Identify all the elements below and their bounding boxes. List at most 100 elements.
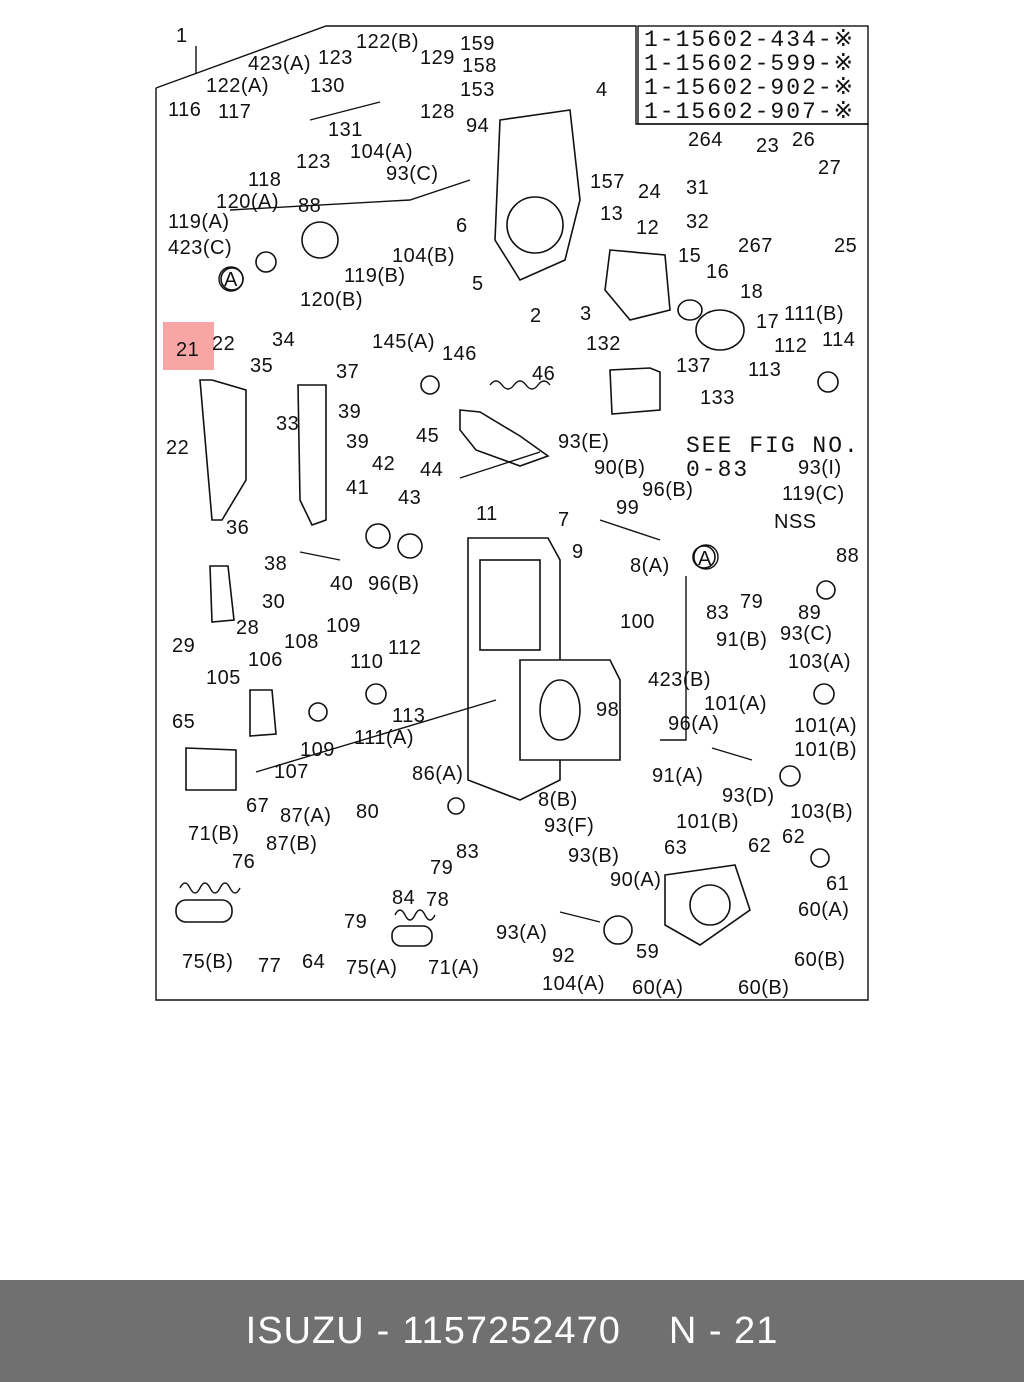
footer-separator: - (376, 1309, 391, 1352)
part-callout-label: 93(D) (722, 785, 775, 807)
callout-labels: 1423(A)123122(B)129159158153122(A)130128… (166, 25, 859, 999)
part-callout-label: 63 (664, 837, 687, 859)
part-callout-label: 26 (792, 129, 815, 151)
part-callout-label: 146 (442, 343, 477, 365)
part-callout-label: 159 (460, 33, 495, 55)
highlighted-callout-background (163, 322, 214, 370)
part-callout-label: 106 (248, 649, 283, 671)
part-callout-label: 32 (686, 211, 709, 233)
part-callout-label: 2 (530, 305, 542, 327)
part-callout-label: 64 (302, 951, 325, 973)
part-callout-label: 31 (686, 177, 709, 199)
part-callout-label: 98 (596, 699, 619, 721)
part-callout-label: 89 (798, 602, 821, 624)
part-callout-label: 4 (596, 79, 608, 101)
part-callout-label: 128 (420, 101, 455, 123)
part-number-1: 1-15602-434-※ (644, 27, 855, 53)
part-callout-label: 130 (310, 75, 345, 97)
part-callout-label: 38 (264, 553, 287, 575)
part-callout-label: 24 (638, 181, 661, 203)
part-callout-label: 88 (298, 195, 321, 217)
part-callout-label: 3 (580, 303, 592, 325)
part-callout-label: 117 (218, 101, 251, 123)
part-callout-label: 107 (274, 761, 309, 783)
part-callout-label: 123 (318, 47, 353, 69)
part-callout-label: 61 (826, 873, 849, 895)
part-callout-label: 67 (246, 795, 269, 817)
part-callout-label: 118 (248, 169, 281, 191)
circled-reference-a (218, 266, 719, 570)
part-callout-label: 6 (456, 215, 468, 237)
part-callout-label: 119(B) (344, 265, 406, 287)
part-callout-label: 29 (172, 635, 195, 657)
part-callout-label: 60(B) (738, 977, 789, 999)
part-callout-label: 28 (236, 617, 259, 639)
part-callout-label: 129 (420, 47, 455, 69)
part-callout-label: 108 (284, 631, 319, 653)
part-callout-label: 93(B) (568, 845, 619, 867)
part-callout-label: 101(B) (676, 811, 739, 833)
part-callout-label: 119(C) (782, 483, 845, 505)
part-callout-label: 153 (460, 79, 495, 101)
part-callout-label: 91(B) (716, 629, 767, 651)
part-callout-label: 101(A) (794, 715, 857, 737)
part-callout-label: 113 (748, 359, 781, 381)
part-callout-label: 84 (392, 887, 415, 909)
part-callout-label: 101(B) (794, 739, 857, 761)
part-callout-label: 40 (330, 573, 353, 595)
part-callout-label: 137 (676, 355, 711, 377)
part-callout-label: 16 (706, 261, 729, 283)
part-callout-label: 78 (426, 889, 449, 911)
part-callout-label: 93(C) (386, 163, 439, 185)
part-callout-label: 37 (336, 361, 359, 383)
part-callout-label: 75(B) (182, 951, 233, 973)
part-callout-label: 30 (262, 591, 285, 613)
part-callout-label: 39 (346, 431, 369, 453)
part-callout-label: 120(B) (300, 289, 363, 311)
part-callout-label: 111(A) (354, 727, 414, 749)
part-callout-label: NSS (774, 511, 817, 533)
part-callout-label: 33 (276, 413, 299, 435)
part-callout-label: 112 (774, 335, 807, 357)
part-callout-label: 93(I) (798, 457, 842, 479)
footer-ref: N - 21 (668, 1309, 779, 1352)
part-callout-label: 158 (462, 55, 497, 77)
part-callout-label: 103(A) (788, 651, 851, 673)
part-callout-label: 110 (350, 651, 383, 673)
part-callout-label: 46 (532, 363, 555, 385)
see-fig-line-2: 0-83 (686, 457, 749, 483)
part-callout-label: 96(A) (668, 713, 719, 735)
part-callout-label: 264 (688, 129, 723, 151)
part-callout-label: 96(B) (642, 479, 693, 501)
part-callout-label: 7 (558, 509, 570, 531)
part-callout-label: 104(A) (542, 973, 605, 995)
part-callout-label: 119(A) (168, 211, 230, 233)
part-callout-label: 44 (420, 459, 443, 481)
part-callout-label: 77 (258, 955, 281, 977)
part-callout-label: 88 (836, 545, 859, 567)
part-callout-label: 104(A) (350, 141, 413, 163)
part-number-3: 1-15602-902-※ (644, 75, 855, 101)
exploded-parts-diagram: 1-15602-434-※ 1-15602-599-※ 1-15602-902-… (155, 25, 869, 1001)
part-callout-label: 122(B) (356, 31, 419, 53)
part-callout-label: 12 (636, 217, 659, 239)
part-callout-label: 91(A) (652, 765, 703, 787)
part-callout-label: 116 (168, 99, 201, 121)
part-callout-label: 100 (620, 611, 655, 633)
part-callout-label: 22 (166, 437, 189, 459)
part-callout-label: 62 (748, 835, 771, 857)
part-callout-label: 92 (552, 945, 575, 967)
part-callout-label: 96(B) (368, 573, 419, 595)
part-callout-label: 111(B) (784, 303, 844, 325)
part-callout-label: 93(F) (544, 815, 594, 837)
part-callout-label: 105 (206, 667, 241, 689)
part-callout-label: 15 (678, 245, 701, 267)
part-callout-label: 112 (388, 637, 421, 659)
part-callout-label: 11 (476, 503, 498, 525)
part-callout-label: 93(E) (558, 431, 609, 453)
part-callout-label: 43 (398, 487, 421, 509)
part-callout-label: 93(A) (496, 922, 547, 944)
part-callout-label: 34 (272, 329, 295, 351)
part-callout-label: 42 (372, 453, 395, 475)
part-callout-label: 35 (250, 355, 273, 377)
